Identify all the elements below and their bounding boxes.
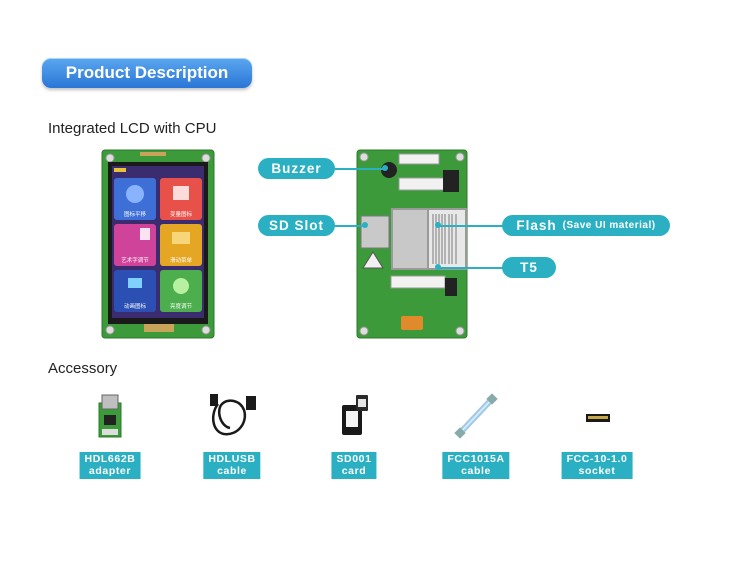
screen-logo bbox=[114, 168, 126, 172]
accessory-fcc1015a-name: FCC1015A bbox=[447, 453, 505, 465]
flash-callout: Flash (Save UI material) bbox=[502, 215, 670, 236]
flash-leader-line bbox=[438, 225, 503, 227]
svg-text:滑动菜单: 滑动菜单 bbox=[170, 256, 193, 264]
svg-text:变量图标: 变量图标 bbox=[170, 210, 193, 218]
svg-text:亮度调节: 亮度调节 bbox=[170, 302, 193, 310]
screen-tile-2: 变量图标 bbox=[160, 178, 202, 220]
sd-slot-callout: SD Slot bbox=[258, 215, 335, 236]
screen-tile-4: 滑动菜单 bbox=[160, 224, 202, 266]
accessory-sd001-type: card bbox=[341, 465, 367, 477]
accessory-section-heading: Accessory bbox=[48, 360, 118, 377]
accessory-fcc1015a-type: cable bbox=[461, 465, 491, 477]
buzzer-leader-line bbox=[335, 168, 385, 170]
accessory-hdlusb-name: HDLUSB bbox=[208, 453, 256, 465]
screen-tile-3: 艺术字调节 bbox=[114, 224, 156, 266]
hdl662b-adapter-image bbox=[98, 394, 122, 438]
hdlusb-cable-image bbox=[210, 394, 256, 436]
t5-leader-dot bbox=[435, 264, 441, 270]
screen-tile-1: 图标平移 bbox=[114, 178, 156, 220]
screen-tile-5: 动画图标 bbox=[114, 270, 156, 312]
lcd-module-front-image: 图标平移 变量图标 艺术字调节 滑动菜单 动画图标 亮度调节 bbox=[101, 149, 215, 339]
lcd-module-back-image bbox=[356, 149, 468, 339]
t5-chip bbox=[393, 210, 427, 268]
flash-chip bbox=[429, 210, 465, 268]
product-description-title: Product Description bbox=[42, 58, 252, 88]
accessory-fcc-10-1-0-type: socket bbox=[578, 465, 616, 477]
t5-leader-line bbox=[438, 267, 503, 269]
svg-text:图标平移: 图标平移 bbox=[124, 210, 147, 218]
buzzer-callout: Buzzer bbox=[258, 158, 335, 179]
flash-label: Flash bbox=[516, 218, 557, 233]
buzzer-leader-dot bbox=[382, 165, 388, 171]
t5-callout: T5 bbox=[502, 257, 556, 278]
flash-note: (Save UI material) bbox=[562, 220, 656, 231]
fcc1015a-cable-image bbox=[454, 393, 498, 439]
accessory-fcc-10-1-0-name: FCC-10-1.0 bbox=[566, 453, 628, 465]
lcd-section-heading: Integrated LCD with CPU bbox=[48, 120, 217, 137]
accessory-hdlusb-type: cable bbox=[217, 465, 247, 477]
accessory-hdl662b-name: HDL662B bbox=[84, 453, 136, 465]
screen-tile-6: 亮度调节 bbox=[160, 270, 202, 312]
svg-text:动画图标: 动画图标 bbox=[124, 302, 147, 310]
fcc-10-1-0-socket-image bbox=[586, 414, 610, 422]
sd-slot-component bbox=[360, 215, 390, 249]
sd001-card-image bbox=[342, 395, 368, 435]
sd-slot-leader-line bbox=[335, 225, 365, 227]
flash-leader-dot bbox=[435, 222, 441, 228]
sd-slot-leader-dot bbox=[362, 222, 368, 228]
svg-text:艺术字调节: 艺术字调节 bbox=[121, 256, 149, 264]
accessory-sd001-name: SD001 bbox=[336, 453, 372, 465]
accessory-hdl662b-type: adapter bbox=[88, 465, 132, 477]
